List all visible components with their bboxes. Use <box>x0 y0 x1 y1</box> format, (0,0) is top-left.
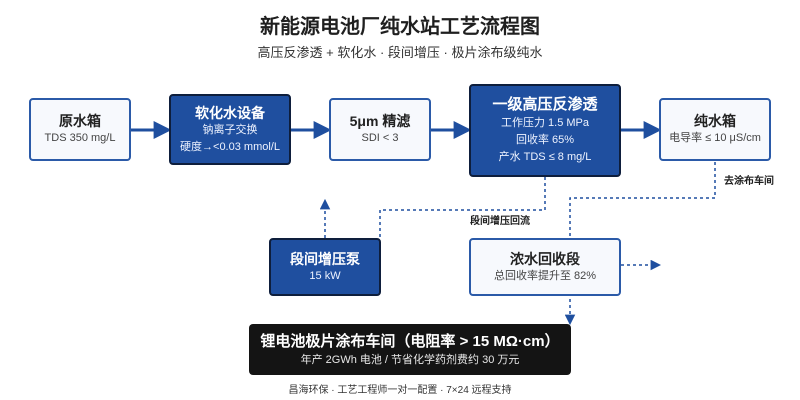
to-workshop-line <box>564 162 716 326</box>
node-detail: SDI < 3 <box>361 132 399 144</box>
node-title: 软化水设备 <box>195 104 265 121</box>
node-pure-water-tank: 纯水箱 电导率 ≤ 10 μS/cm <box>659 98 771 161</box>
stage-return-line <box>379 177 546 238</box>
node-detail: 回收率 65% <box>515 134 575 146</box>
node-booster-pump: 段间增压泵 15 kW <box>269 238 381 296</box>
node-softener: 软化水设备 钠离子交换 硬度→<0.03 mmol/L <box>169 94 291 165</box>
node-detail: 工作压力 1.5 MPa <box>500 117 590 129</box>
workshop-title: 锂电池极片涂布车间（电阻率 > 15 MΩ·cm） <box>260 333 560 350</box>
label-stage-return: 段间增压回流 <box>470 216 530 227</box>
node-concentrate-recovery: 浓水回收段 总回收率提升至 82% <box>469 238 621 296</box>
workshop-detail: 年产 2GWh 电池 / 节省化学药剂费约 30 万元 <box>300 354 520 366</box>
node-title: 一级高压反渗透 <box>492 96 598 113</box>
node-title: 段间增压泵 <box>290 250 360 267</box>
node-detail: 电导率 ≤ 10 μS/cm <box>669 132 761 144</box>
label-to-workshop: 去涂布车间 <box>724 176 774 187</box>
node-raw-water-tank: 原水箱 TDS 350 mg/L <box>29 98 131 161</box>
node-title: 浓水回收段 <box>510 250 580 267</box>
workshop-destination: 锂电池极片涂布车间（电阻率 > 15 MΩ·cm） 年产 2GWh 电池 / 节… <box>249 324 571 375</box>
node-detail: 总回收率提升至 82% <box>493 269 597 282</box>
node-title: 5μm 精滤 <box>349 113 411 129</box>
diagram-subtitle: 高压反渗透 + 软化水 · 段间增压 · 极片涂布级纯水 <box>257 45 543 60</box>
node-primary-ro: 一级高压反渗透 工作压力 1.5 MPa 回收率 65% 产水 TDS ≤ 8 … <box>469 84 621 177</box>
footer-note: 昌海环保 · 工艺工程师一对一配置 · 7×24 远程支持 <box>288 385 512 396</box>
node-title: 原水箱 <box>59 113 101 129</box>
node-fine-filter: 5μm 精滤 SDI < 3 <box>329 98 431 161</box>
node-detail: 产水 TDS ≤ 8 mg/L <box>498 151 592 163</box>
node-detail: 钠离子交换 <box>202 123 258 136</box>
node-detail: 硬度→<0.03 mmol/L <box>180 140 280 153</box>
diagram-title: 新能源电池厂纯水站工艺流程图 <box>260 16 540 38</box>
node-detail: 15 kW <box>309 269 341 282</box>
node-detail: TDS 350 mg/L <box>44 132 116 144</box>
node-title: 纯水箱 <box>694 113 736 129</box>
